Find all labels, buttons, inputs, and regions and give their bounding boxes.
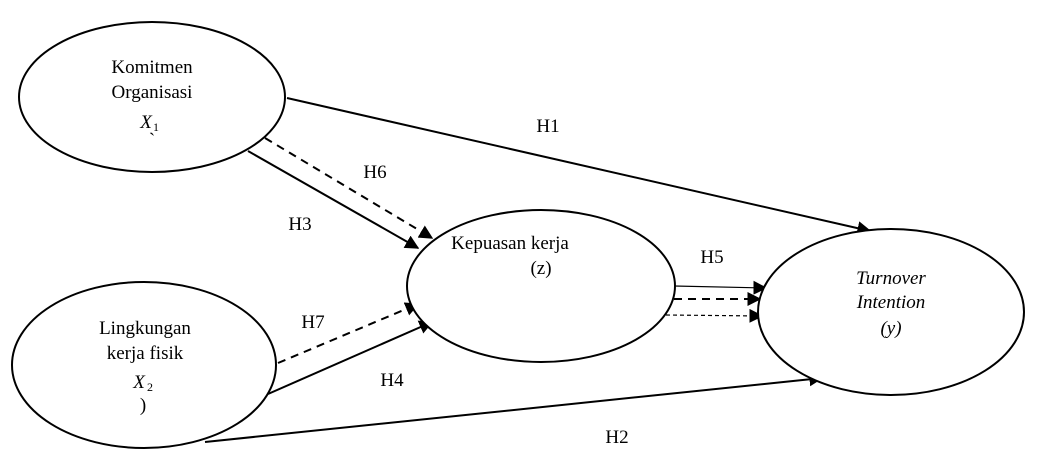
label-h3: H3	[288, 214, 311, 235]
node-x1-sub: 1	[153, 120, 159, 134]
label-h1: H1	[536, 116, 559, 137]
node-turnover-intention: Turnover Intention (y)	[757, 228, 1025, 396]
node-x2-var: X	[132, 372, 146, 393]
node-x1-line1: Komitmen	[111, 57, 193, 78]
node-x2-extra: )	[140, 395, 146, 416]
node-x1-line2: Organisasi	[112, 82, 193, 103]
node-y-line2: Intention	[856, 292, 926, 313]
node-x2-line1: Lingkungan	[99, 318, 191, 339]
node-z-line1: Kepuasan kerja	[451, 233, 569, 254]
edge-h2	[204, 372, 824, 443]
node-y-line1: Turnover	[856, 268, 926, 289]
edge-h1	[286, 97, 872, 236]
edge-h5-dotted	[665, 308, 764, 323]
node-lingkungan-kerja-fisik: Lingkungan kerja fisik X 2 )	[11, 281, 277, 449]
edge-h3	[247, 150, 420, 249]
node-x1-extra: `	[149, 130, 155, 151]
node-kepuasan-kerja: Kepuasan kerja (z)	[406, 209, 676, 363]
edge-h7	[277, 302, 420, 364]
label-h2: H2	[605, 427, 628, 448]
edge-h5-solid	[673, 280, 768, 295]
label-h5: H5	[700, 247, 723, 268]
node-x1-var: X	[139, 112, 153, 133]
label-h7: H7	[301, 312, 324, 333]
node-x2-sub: 2	[147, 380, 153, 394]
label-h6: H6	[363, 162, 386, 183]
node-y-line3: (y)	[880, 318, 901, 339]
edge-h4	[267, 320, 434, 395]
label-h4: H4	[380, 370, 404, 391]
node-komitmen-organisasi: Komitmen Organisasi X 1 `	[18, 21, 286, 173]
node-z-line2: (z)	[530, 258, 551, 279]
edge-h6	[264, 137, 434, 239]
node-x2-line2: kerja fisik	[107, 343, 184, 364]
